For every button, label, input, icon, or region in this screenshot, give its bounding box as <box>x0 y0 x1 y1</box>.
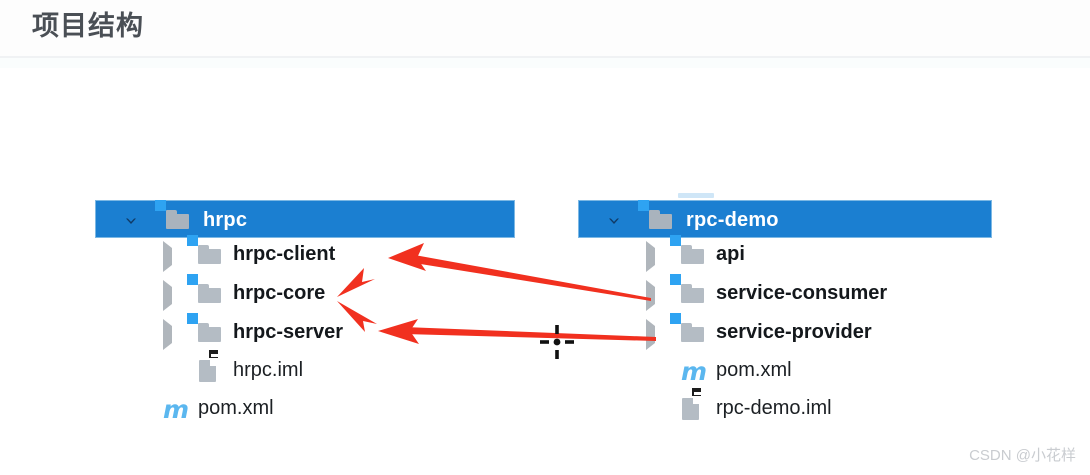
tree-item-label: service-consumer <box>716 282 888 304</box>
tree-item-label: service-provider <box>716 321 872 343</box>
tree-item-hrpc-iml[interactable]: hrpc.iml <box>95 348 515 393</box>
tree-item-label: hrpc-client <box>233 243 336 265</box>
tree-item-service-provider[interactable]: service-provider <box>578 313 992 355</box>
chevron-right-icon[interactable] <box>163 241 176 272</box>
tree-item-service-consumer[interactable]: service-consumer <box>578 274 992 316</box>
tree-scroll-notch <box>678 193 714 198</box>
tree-item-label: api <box>716 243 745 265</box>
tree-root-row-hrpc[interactable]: hrpc <box>95 200 515 238</box>
tree-item-label: pom.xml <box>198 397 274 419</box>
tree-item-label: hrpc.iml <box>233 359 304 381</box>
header-divider <box>0 56 1090 58</box>
chevron-right-icon[interactable] <box>646 319 659 350</box>
chevron-right-icon[interactable] <box>646 280 659 311</box>
header-band <box>0 58 1090 68</box>
chevron-right-icon[interactable] <box>163 319 176 350</box>
tree-item-api[interactable]: api <box>578 235 992 277</box>
chevron-right-icon[interactable] <box>646 241 659 272</box>
chevron-down-icon[interactable] <box>607 214 621 228</box>
crosshair-cursor <box>540 325 574 359</box>
tree-item-label: pom.xml <box>716 359 792 381</box>
maven-icon: m <box>163 395 190 424</box>
tree-item-label: rpc-demo.iml <box>716 397 832 419</box>
tree-item-hrpc-server[interactable]: hrpc-server <box>95 313 515 355</box>
maven-icon: m <box>681 357 708 386</box>
tree-item-pom-xml[interactable]: m pom.xml <box>578 355 992 393</box>
page-title: 项目结构 <box>32 11 144 41</box>
tree-item-pom-xml[interactable]: m pom.xml <box>95 393 515 431</box>
tree-item-hrpc-core[interactable]: hrpc-core <box>95 274 515 316</box>
tree-root-row-rpc-demo[interactable]: rpc-demo <box>578 200 992 238</box>
chevron-down-icon[interactable] <box>124 214 138 228</box>
tree-root-label: rpc-demo <box>686 209 779 231</box>
page-header: 项目结构 <box>0 0 1090 56</box>
tree-item-hrpc-client[interactable]: hrpc-client <box>95 235 515 277</box>
tree-item-rpc-demo-iml[interactable]: rpc-demo.iml <box>578 386 992 431</box>
watermark: CSDN @小花样 <box>969 447 1076 464</box>
project-tree-hrpc: hrpc hrpc-client hrpc-core hrpc-server h… <box>95 200 515 431</box>
project-tree-rpc-demo: rpc-demo api service-consumer service-pr… <box>578 193 992 431</box>
tree-item-label: hrpc-core <box>233 282 326 304</box>
chevron-right-icon[interactable] <box>163 280 176 311</box>
tree-root-label: hrpc <box>203 209 248 231</box>
tree-item-label: hrpc-server <box>233 321 344 343</box>
